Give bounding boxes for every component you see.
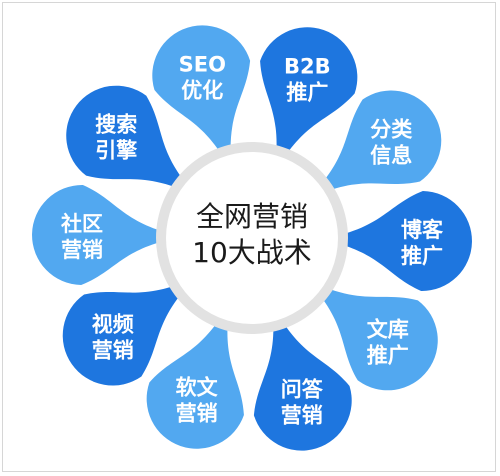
petal-label-line2: 营销 [176, 402, 218, 426]
petal-label-line2: 优化 [181, 78, 223, 102]
petal-shape [305, 278, 438, 391]
petal-label-line1: SEO [179, 52, 226, 76]
petal-shape [32, 185, 185, 286]
petal-shape [319, 190, 472, 291]
petal-label-line2: 推广 [367, 343, 409, 367]
petal-shape [307, 90, 442, 200]
petal-shape [253, 302, 352, 451]
petal-shape [62, 276, 197, 386]
petal-label-line1: 社区 [60, 212, 103, 236]
petal-label-line2: 营销 [92, 339, 134, 363]
watermark-text: Bai经验 [390, 446, 440, 462]
watermark: Bai经验 [390, 446, 440, 462]
petal-label-line1: 搜索 [95, 113, 137, 137]
petal-label-line2: 引擎 [95, 139, 137, 163]
petals-layer: SEO优化B2B推广分类信息博客推广文库推广问答营销软文营销视频营销社区营销搜索… [32, 25, 472, 451]
petal-label-line2: 营销 [61, 238, 103, 262]
center-disc [166, 152, 338, 324]
center-title-line1: 全网营销 [196, 200, 308, 233]
petal-label-line1: 文库 [367, 317, 409, 341]
petal-label-line1: 博客 [401, 218, 444, 242]
petal-label-line1: 分类 [370, 117, 413, 141]
petal-label-line2: 信息 [370, 143, 412, 167]
petal-label-line1: 软文 [176, 376, 219, 400]
petal-label-line1: 问答 [281, 378, 324, 402]
petal-shape [152, 25, 251, 174]
petal-shape [66, 85, 199, 198]
petal-label-line2: 营销 [281, 404, 323, 428]
center-title-line2: 10大战术 [192, 236, 312, 269]
petal-shape [260, 27, 358, 175]
petal-label-line1: 视频 [92, 313, 134, 337]
petal-label-line2: 推广 [286, 80, 328, 104]
petal-shape [146, 301, 244, 449]
petal-label-line2: 推广 [401, 244, 443, 268]
petal-label-line1: B2B [284, 54, 331, 78]
